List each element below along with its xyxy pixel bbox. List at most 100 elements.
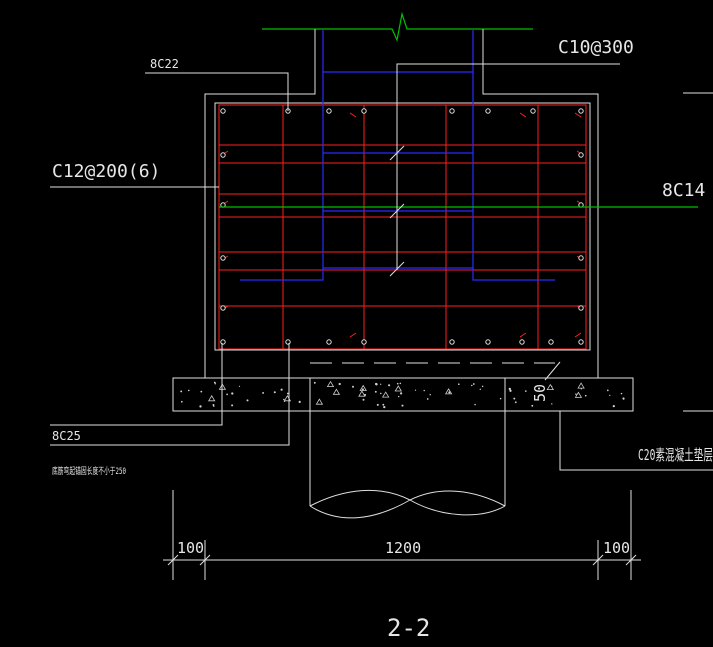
hatch-speck — [374, 382, 378, 386]
hatch-speck — [481, 385, 484, 388]
hatch-speck — [283, 398, 285, 401]
hatch-speck — [238, 385, 241, 387]
hatch-triangle — [332, 388, 341, 395]
hatch-speck — [471, 384, 473, 387]
hatch-speck — [376, 403, 379, 406]
hatch-speck — [214, 383, 217, 385]
leader-lines — [50, 63, 713, 471]
hatch-speck — [524, 390, 527, 392]
label-side-stirrups: C12@200(6) — [52, 161, 160, 182]
rebar-dot — [578, 339, 584, 345]
hatch-speck — [584, 394, 587, 397]
hatch-speck — [474, 403, 476, 406]
column-rebar — [240, 29, 555, 281]
rebar-dot — [578, 152, 584, 158]
rebar-dot — [220, 339, 226, 345]
hatch-speck — [352, 385, 354, 388]
hatch-speck — [231, 404, 234, 407]
hatch-speck — [414, 389, 417, 391]
hatch-triangle — [207, 395, 216, 402]
hatch-speck — [338, 382, 341, 386]
dimension-lines — [163, 490, 641, 580]
label-top-stirrups: C10@300 — [558, 37, 634, 58]
rebar-dot — [485, 108, 491, 114]
hatch-triangle — [394, 385, 403, 392]
hatch-speck — [400, 392, 403, 395]
hatch-speck — [313, 381, 316, 384]
hatch-speck — [429, 393, 431, 396]
hatch-speck — [187, 389, 190, 392]
hatch-speck — [612, 404, 615, 408]
label-cushion-note: C20素混凝土垫层 — [638, 446, 713, 464]
hatch-speck — [298, 400, 301, 404]
rebar-dot — [326, 108, 332, 114]
hatch-speck — [423, 389, 425, 392]
hatch-speck — [620, 392, 623, 395]
hatch-speck — [508, 387, 511, 391]
rebar-dot — [361, 339, 367, 345]
rebar-dot — [449, 108, 455, 114]
hatch-speck — [580, 388, 582, 390]
dimension-left: 100 — [177, 539, 204, 557]
hatch-speck — [426, 398, 429, 400]
hatch-speck — [286, 392, 289, 395]
rebar-dot — [485, 339, 491, 345]
hatch-speck — [380, 383, 382, 385]
hatch-speck — [509, 389, 512, 392]
hatch-speck — [382, 403, 385, 406]
hatch-speck — [213, 405, 215, 407]
rebar-dot — [449, 339, 455, 345]
hatch-triangle — [381, 391, 390, 398]
hatch-speck — [361, 388, 364, 391]
rebar-dot — [519, 339, 525, 345]
hatch-speck — [388, 384, 391, 387]
hatch-speck — [199, 405, 202, 408]
rebar-dot — [220, 255, 226, 261]
rebar-dot — [548, 339, 554, 345]
hatch-triangle — [359, 384, 367, 391]
hatch-triangle — [315, 398, 324, 405]
hatch-speck — [180, 390, 183, 393]
hatch-speck — [575, 393, 577, 395]
rebar-dot — [326, 339, 332, 345]
hatch-speck — [551, 403, 553, 405]
hatch-speck — [200, 390, 203, 393]
section-title: 2-2 — [387, 614, 430, 642]
hatch-speck — [380, 392, 382, 395]
concrete-cushion — [172, 377, 634, 412]
label-top-bars: 8C22 — [150, 57, 179, 71]
hatch-speck — [531, 404, 534, 407]
hatch-speck — [448, 391, 451, 394]
hatch-speck — [246, 399, 249, 402]
hatch-speck — [457, 383, 460, 386]
hatch-speck — [280, 388, 283, 391]
rebar-dot — [530, 108, 536, 114]
rebar-dot — [578, 305, 584, 311]
dimension-right: 100 — [603, 539, 630, 557]
rebar-dot — [220, 108, 226, 114]
hatch-speck — [374, 390, 377, 393]
hatch-speck — [472, 383, 475, 385]
label-anchorage-note: 底筋弯起锚固长度不小于250 — [52, 465, 126, 477]
hatch-speck — [262, 391, 265, 394]
hatch-speck — [479, 388, 481, 390]
hatch-triangle — [444, 388, 453, 395]
rebar-dot — [578, 108, 584, 114]
hatch-triangle — [326, 380, 335, 387]
hatch-speck — [383, 405, 386, 409]
hatch-speck — [499, 397, 502, 400]
rebar-dot — [578, 255, 584, 261]
pile-outline — [309, 378, 506, 519]
label-cover: 50 — [531, 384, 549, 402]
hatch-triangle — [574, 391, 583, 398]
hatch-speck — [514, 401, 517, 404]
stirrup-cage — [218, 104, 587, 350]
hatch-speck — [226, 393, 228, 396]
rebar-dot — [220, 152, 226, 158]
hatch-speck — [213, 381, 216, 384]
label-bottom-bars: 8C25 — [52, 429, 81, 443]
hatch-speck — [398, 395, 400, 398]
rebar-dot — [361, 108, 367, 114]
hatch-triangle — [577, 382, 585, 389]
